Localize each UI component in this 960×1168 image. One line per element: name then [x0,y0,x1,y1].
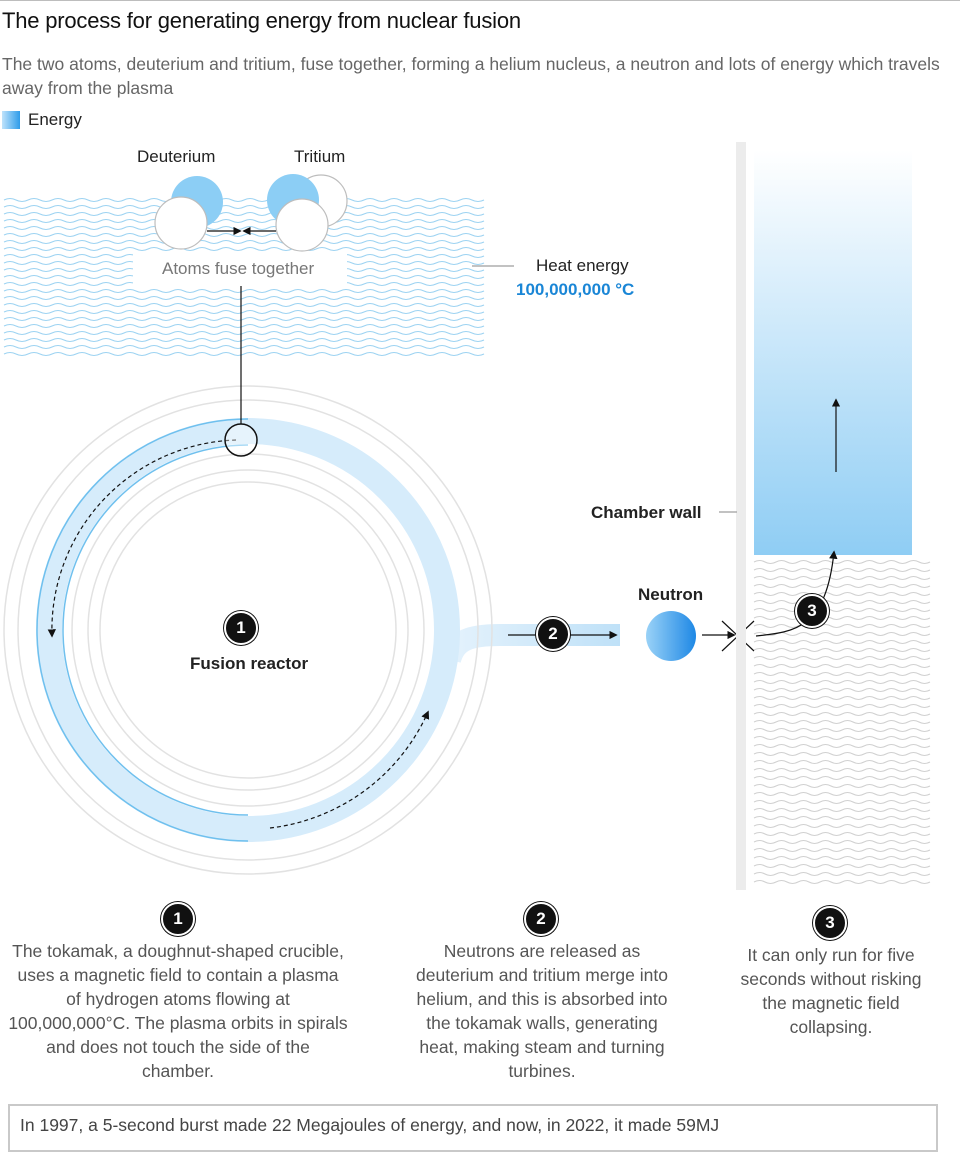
plasma-flow-arrow-right [269,710,430,829]
plasma-wave-line [3,296,485,300]
chamber-wave-line [753,744,931,748]
step-badge-2: 2 [536,617,570,651]
chamber-wave-line [753,808,931,812]
energy-beam [439,624,620,664]
chamber-wave-line [753,880,931,884]
chamber-wave-line [753,600,931,604]
plasma-wave-line [3,226,485,230]
page-subtitle: The two atoms, deuterium and tritium, fu… [2,54,940,98]
plasma-wave-line [3,289,485,293]
chamber-wave-line [753,776,931,780]
chamber-wave-line [753,576,931,580]
chamber-wall [736,142,746,890]
legend-label: Energy [28,110,82,129]
chamber-wave-line [753,832,931,836]
chamber-wave-line [753,688,931,692]
plasma-wave-line [3,338,485,342]
chamber-wave-line [753,696,931,700]
chamber-wave-line [753,672,931,676]
plasma-wave-line [3,240,485,244]
chamber-wave-line [753,720,931,724]
chamber-wave-line [753,592,931,596]
chamber-wave-line [753,648,931,652]
chamber-wave-line [753,816,931,820]
neutron-icon [646,611,696,661]
chamber-wave-line [753,752,931,756]
desc-badge-3: 3 [813,906,847,940]
plasma-wave-line [3,303,485,307]
top-rule [0,0,960,1]
plasma-wave-line [3,345,485,349]
chamber-wave-line [753,792,931,796]
chamber-wave-line [753,624,931,628]
chamber-wave-line [753,704,931,708]
heat-energy-value: 100,000,000 °C [516,280,635,299]
plasma-wave-line [3,331,485,335]
tritium-atom-icon [267,174,348,252]
chamber-wave-line [753,584,931,588]
plasma-wave-line [3,352,485,356]
chamber-wave-line [753,664,931,668]
plasma-waves [3,198,485,356]
deuterium-atom-icon [154,176,223,250]
description-3: It can only run for five seconds without… [740,945,922,1037]
chamber-wave-line [753,640,931,644]
chamber-wave-line [753,856,931,860]
chamber-wave-line [753,632,931,636]
page-title: The process for generating energy from n… [2,8,521,33]
chamber-wave-line [753,800,931,804]
chamber-wave-line [753,608,931,612]
plasma-wave-line [3,205,485,209]
plasma-wave-line [3,212,485,216]
chamber-wave-line [753,768,931,772]
chamber-wave-line [753,872,931,876]
chamber-wave-line [753,568,931,572]
plasma-wave-line [3,310,485,314]
energy-swatch [2,111,20,129]
description-1: The tokamak, a doughnut-shaped crucible,… [8,941,348,1081]
plasma-wave-line [3,233,485,237]
chamber-waves [753,560,931,884]
chamber-wave-line [753,760,931,764]
plasma-flow-arrow-left [47,439,237,638]
legend: Energy [2,110,82,130]
atoms-fuse-label: Atoms fuse together [162,259,315,278]
description-2: Neutrons are released as deuterium and t… [416,941,668,1081]
plasma-wave-line [3,317,485,321]
fusion-reactor [3,385,493,875]
plasma-wave-line [3,247,485,251]
chamber-wave-line [753,864,931,868]
chamber-wave-line [753,680,931,684]
tritium-label: Tritium [294,147,346,166]
reactor-label: Fusion reactor [190,654,309,673]
chamber-wave-line [753,560,931,564]
chamber-wave-line [753,848,931,852]
chamber-wave-line [753,840,931,844]
plasma-wave-line [3,219,485,223]
chamber-wave-line [753,784,931,788]
chamber-wave-line [753,728,931,732]
neutron-label: Neutron [638,585,704,604]
energy-column [754,150,912,555]
plasma-wave-line [3,324,485,328]
fusion-point-circle [224,423,258,457]
plasma-wave-line [3,198,485,202]
deuterium-label: Deuterium [137,147,216,166]
chamber-wave-line [753,712,931,716]
step-badge-3: 3 [795,594,829,628]
chamber-wave-line [753,824,931,828]
desc-badge-2: 2 [524,902,558,936]
chamber-wave-line [753,736,931,740]
heat-energy-label: Heat energy [536,256,629,275]
chamber-wave-line [753,656,931,660]
step-badge-1: 1 [224,611,258,645]
chamber-wave-line [753,616,931,620]
footer-note: In 1997, a 5-second burst made 22 Megajo… [8,1104,938,1152]
desc-badge-1: 1 [161,902,195,936]
chamber-wall-label: Chamber wall [591,503,702,522]
